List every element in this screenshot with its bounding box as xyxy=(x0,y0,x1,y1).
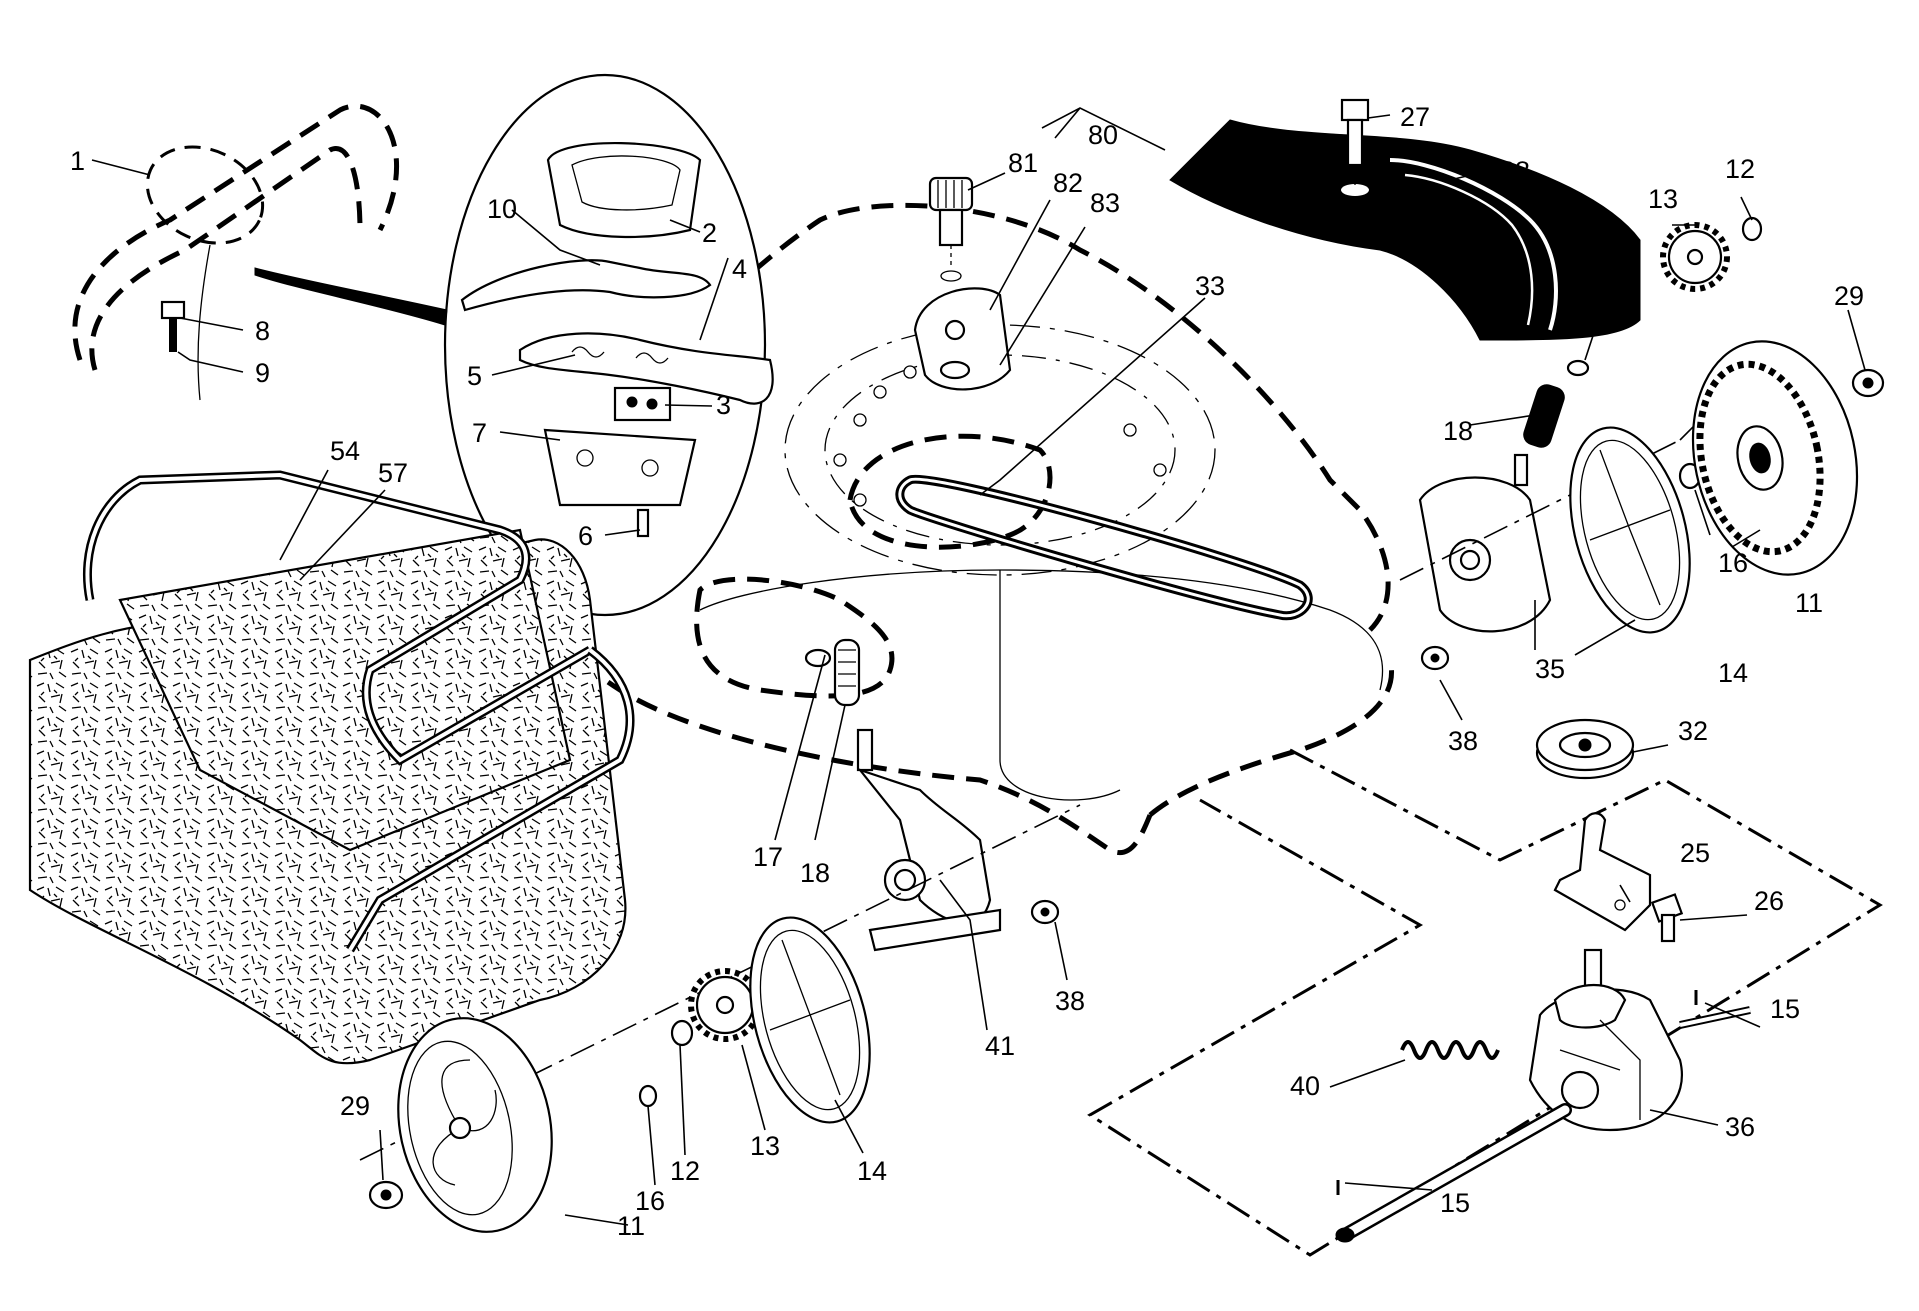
callout-16-right: 16 xyxy=(1718,548,1748,578)
callout-26: 26 xyxy=(1754,886,1784,916)
callout-5: 5 xyxy=(467,361,482,391)
callout-3: 3 xyxy=(716,390,731,420)
callout-83: 83 xyxy=(1090,188,1120,218)
callout-7: 7 xyxy=(472,418,487,448)
callout-12-right: 12 xyxy=(1725,154,1755,184)
callout-8: 8 xyxy=(255,316,270,346)
bolt-8 xyxy=(160,300,186,352)
leader-lines xyxy=(91,107,1866,1226)
callout-13-right: 13 xyxy=(1648,184,1678,214)
bracket-25 xyxy=(1553,812,1652,932)
callout-81: 81 xyxy=(1008,148,1038,178)
callout-80: 80 xyxy=(1088,120,1118,150)
callout-40: 40 xyxy=(1290,1071,1320,1101)
pulley-32 xyxy=(1535,718,1635,780)
nut-38-left xyxy=(1030,899,1060,925)
bolt-26 xyxy=(1650,893,1684,943)
callout-25: 25 xyxy=(1680,838,1710,868)
callout-38-left: 38 xyxy=(1055,986,1085,1016)
nut-38-right xyxy=(1420,645,1450,671)
callout-15-upper: 15 xyxy=(1770,994,1800,1024)
transmission-boundary xyxy=(1087,748,1883,1257)
bolt-27 xyxy=(1340,98,1370,185)
callout-32: 32 xyxy=(1678,716,1708,746)
callout-11-right: 11 xyxy=(1795,588,1823,618)
callout-41: 41 xyxy=(985,1031,1015,1061)
transmission-axle xyxy=(1335,1103,1572,1243)
rear-wheel-right xyxy=(1691,340,1859,576)
nut-29-left xyxy=(368,1180,404,1210)
rear-deflector xyxy=(1169,119,1641,341)
gear-13-left xyxy=(688,968,762,1042)
height-knob xyxy=(913,176,1012,391)
hubcap-14-right xyxy=(1569,426,1691,634)
callout-29-left: 29 xyxy=(340,1091,370,1121)
callout-13-left: 13 xyxy=(750,1131,780,1161)
callout-14-right: 14 xyxy=(1718,658,1748,688)
transmission-36 xyxy=(1528,948,1751,1132)
grass-bag xyxy=(28,470,635,1065)
callout-15-lower: 15 xyxy=(1440,1188,1470,1218)
callout-82: 82 xyxy=(1053,168,1083,198)
callout-1: 1 xyxy=(70,146,85,176)
callout-labels: 1 2 3 4 5 6 7 8 9 10 11 11 12 12 13 13 1… xyxy=(70,102,1864,1241)
handle-outline xyxy=(72,103,399,401)
callout-27: 27 xyxy=(1400,102,1430,132)
callout-10: 10 xyxy=(487,194,517,224)
callout-33: 33 xyxy=(1195,271,1225,301)
callout-29-right: 29 xyxy=(1834,281,1864,311)
spring-40 xyxy=(1400,1040,1500,1060)
callout-28: 28 xyxy=(1500,156,1530,186)
callout-2: 2 xyxy=(702,218,717,248)
callout-17-right: 17 xyxy=(1596,264,1626,294)
callout-4: 4 xyxy=(732,254,747,284)
callout-35: 35 xyxy=(1535,654,1565,684)
callout-17-left: 17 xyxy=(753,842,783,872)
gear-13-right xyxy=(1660,222,1730,292)
callout-57: 57 xyxy=(378,458,408,488)
callout-11-left: 11 xyxy=(617,1211,645,1241)
hubcap-14-left xyxy=(749,916,871,1124)
drive-belt xyxy=(895,474,1313,621)
front-wheel-left xyxy=(397,1017,553,1233)
nut-29-right xyxy=(1851,368,1885,398)
callout-6: 6 xyxy=(578,521,593,551)
washer-12-left xyxy=(670,1019,694,1047)
callout-12-left: 12 xyxy=(670,1156,700,1186)
callout-54: 54 xyxy=(330,436,360,466)
callout-36: 36 xyxy=(1725,1112,1755,1142)
rear-height-adjuster xyxy=(1418,359,1590,633)
callout-18-right: 18 xyxy=(1443,416,1473,446)
callout-38-right: 38 xyxy=(1448,726,1478,756)
callout-18-left: 18 xyxy=(800,858,830,888)
control-detail-callout xyxy=(254,73,774,617)
washer-12-right xyxy=(1741,216,1763,242)
callout-16-left: 16 xyxy=(635,1186,665,1216)
callout-9: 9 xyxy=(255,358,270,388)
washer-16-left xyxy=(638,1084,658,1108)
callout-14-left: 14 xyxy=(857,1156,887,1186)
front-height-adjuster xyxy=(804,638,1002,952)
